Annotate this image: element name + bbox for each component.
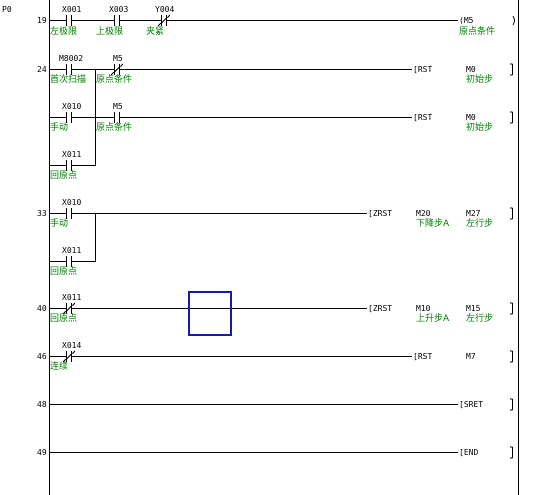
instruction-comment: 上升步A bbox=[416, 314, 450, 324]
contact-comment: 回原点 bbox=[50, 267, 78, 277]
contact-comment: 上极限 bbox=[96, 27, 124, 37]
contact-address[interactable]: X001 bbox=[62, 5, 82, 14]
step-number: 33 bbox=[37, 209, 47, 218]
contact-comment: 夹紧 bbox=[146, 27, 165, 37]
instruction-comment: 初始步 bbox=[466, 123, 494, 133]
instruction-comment: 左行步 bbox=[466, 314, 494, 324]
contact-comment: 手动 bbox=[50, 219, 69, 229]
instruction-comment: 左行步 bbox=[466, 219, 494, 229]
program-name: P0 bbox=[2, 5, 12, 14]
contact-comment: 原点条件 bbox=[96, 123, 133, 133]
instruction-arg[interactable]: M20 bbox=[416, 209, 431, 218]
contact-address[interactable]: M5 bbox=[113, 102, 123, 111]
contact-address[interactable]: X011 bbox=[62, 150, 82, 159]
contact-comment: 左极限 bbox=[50, 27, 78, 37]
coil-output[interactable]: (M5 bbox=[459, 16, 474, 25]
step-number: 49 bbox=[37, 448, 47, 457]
contact-address[interactable]: M5 bbox=[113, 54, 123, 63]
instruction-arg[interactable]: M27 bbox=[466, 209, 481, 218]
contact-comment: 原点条件 bbox=[96, 75, 133, 85]
step-number: 19 bbox=[37, 16, 47, 25]
contact-address[interactable]: Y004 bbox=[155, 5, 175, 14]
contact-comment: 回原点 bbox=[50, 171, 78, 181]
instruction-op[interactable]: [ZRST bbox=[368, 209, 393, 218]
contact-address[interactable]: M8002 bbox=[59, 54, 84, 63]
contact-address[interactable]: X011 bbox=[62, 293, 82, 302]
instruction-op[interactable]: [RST bbox=[413, 65, 433, 74]
instruction-op[interactable]: [END bbox=[459, 448, 479, 457]
step-number: 48 bbox=[37, 400, 47, 409]
contact-comment: 连续 bbox=[50, 362, 69, 372]
instruction-arg[interactable]: M0 bbox=[466, 113, 476, 122]
contact-comment: 首次扫描 bbox=[50, 75, 87, 85]
instruction-arg[interactable]: M15 bbox=[466, 304, 481, 313]
contact-address[interactable]: X003 bbox=[109, 5, 129, 14]
contact-comment: 回原点 bbox=[50, 314, 78, 324]
instruction-arg[interactable]: M10 bbox=[416, 304, 431, 313]
instruction-op[interactable]: [SRET bbox=[459, 400, 484, 409]
instruction-op[interactable]: [RST bbox=[413, 352, 433, 361]
instruction-comment: 初始步 bbox=[466, 75, 494, 85]
contact-address[interactable]: X010 bbox=[62, 102, 82, 111]
instruction-arg[interactable]: M0 bbox=[466, 65, 476, 74]
selection-cursor[interactable] bbox=[188, 291, 232, 336]
instruction-op[interactable]: [RST bbox=[413, 113, 433, 122]
step-number: 24 bbox=[37, 65, 47, 74]
contact-address[interactable]: X011 bbox=[62, 246, 82, 255]
contact-address[interactable]: X014 bbox=[62, 341, 82, 350]
contact-address[interactable]: X010 bbox=[62, 198, 82, 207]
step-number: 40 bbox=[37, 304, 47, 313]
instruction-op[interactable]: [ZRST bbox=[368, 304, 393, 313]
contact-comment: 手动 bbox=[50, 123, 69, 133]
step-number: 46 bbox=[37, 352, 47, 361]
instruction-comment: 下降步A bbox=[416, 219, 450, 229]
instruction-arg[interactable]: M7 bbox=[466, 352, 476, 361]
coil-comment: 原点条件 bbox=[459, 27, 496, 37]
